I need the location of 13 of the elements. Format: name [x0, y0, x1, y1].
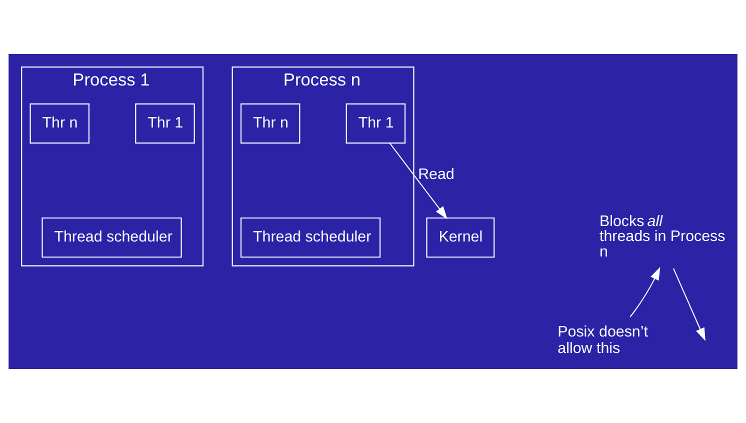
node-box: Thread scheduler — [240, 217, 381, 258]
arrow — [389, 142, 448, 220]
node-box: Thr n — [30, 103, 90, 144]
node-text: Posix doesn’t allow this — [558, 324, 648, 357]
node-box: Thr 1 — [135, 103, 195, 144]
node-box: Thr 1 — [346, 103, 406, 144]
node-box: Thread scheduler — [42, 217, 182, 258]
node-box: Thr n — [240, 103, 300, 144]
node-box: Kernel — [426, 217, 495, 258]
edge-label: Read — [418, 166, 454, 184]
arrow — [672, 268, 706, 342]
arrow — [630, 266, 660, 318]
node-text: Blocks all threads in Process n — [599, 212, 726, 260]
